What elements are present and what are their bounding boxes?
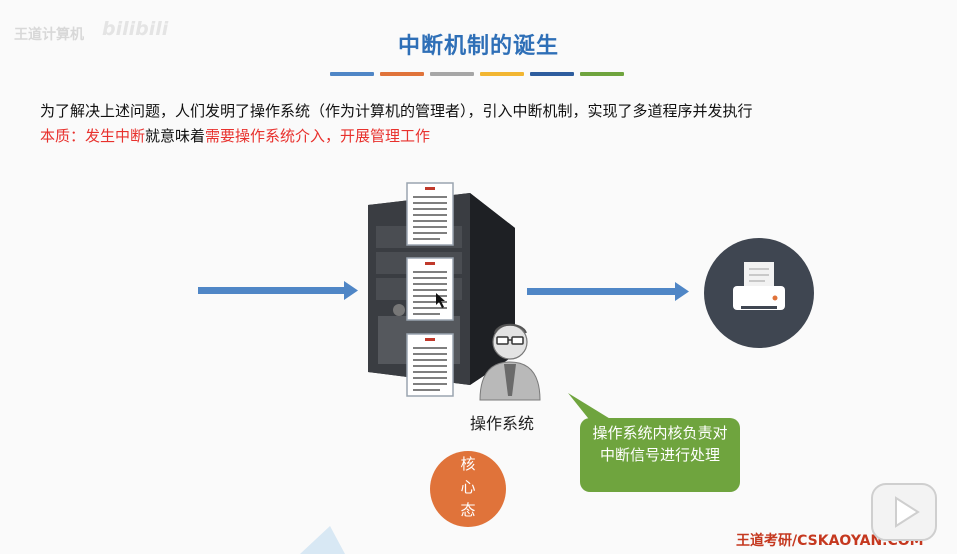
essence-text: 本质：发生中断就意味着需要操作系统介入，开展管理工作	[40, 125, 430, 146]
essence-red-part-1: 本质：发生中断	[40, 127, 146, 145]
color-bar-segment	[330, 72, 374, 76]
bilibili-logo: bilibili	[102, 18, 169, 40]
play-button[interactable]	[868, 478, 940, 550]
kernel-char: 心	[460, 478, 476, 496]
cursor-icon	[436, 293, 445, 308]
kernel-char: 态	[460, 501, 476, 519]
background-decoration	[300, 526, 345, 554]
color-bar-segment	[430, 72, 474, 76]
output-arrow	[527, 282, 689, 301]
essence-red-part-2: 需要操作系统介入，开展管理工作	[205, 127, 431, 145]
color-bar-segment	[380, 72, 424, 76]
play-triangle	[895, 496, 920, 528]
document-icon	[406, 257, 454, 321]
kernel-char: 核	[460, 455, 476, 473]
person-operator-icon	[479, 323, 541, 401]
essence-black-part: 就意味着	[145, 127, 206, 145]
speech-bubble	[568, 393, 740, 492]
color-bar-segment	[580, 72, 624, 76]
os-label: 操作系统	[470, 414, 535, 433]
document-icon	[406, 333, 454, 397]
title-color-bar	[330, 72, 624, 76]
kernel-mode-circle	[430, 451, 506, 527]
bubble-text: 操作系统内核负责对中断信号进行处理	[592, 424, 728, 464]
input-arrow	[198, 281, 358, 300]
color-bar-segment	[530, 72, 574, 76]
channel-watermark: 王道计算机	[14, 27, 84, 43]
color-bar-segment	[480, 72, 524, 76]
intro-text: 为了解决上述问题，人们发明了操作系统（作为计算机的管理者），引入中断机制，实现了…	[40, 102, 753, 120]
slide-title: 中断机制的诞生	[397, 34, 559, 59]
kernel-mode-label: 核 心 态	[430, 453, 506, 522]
document-icon	[406, 182, 454, 246]
printer-icon	[704, 238, 814, 348]
